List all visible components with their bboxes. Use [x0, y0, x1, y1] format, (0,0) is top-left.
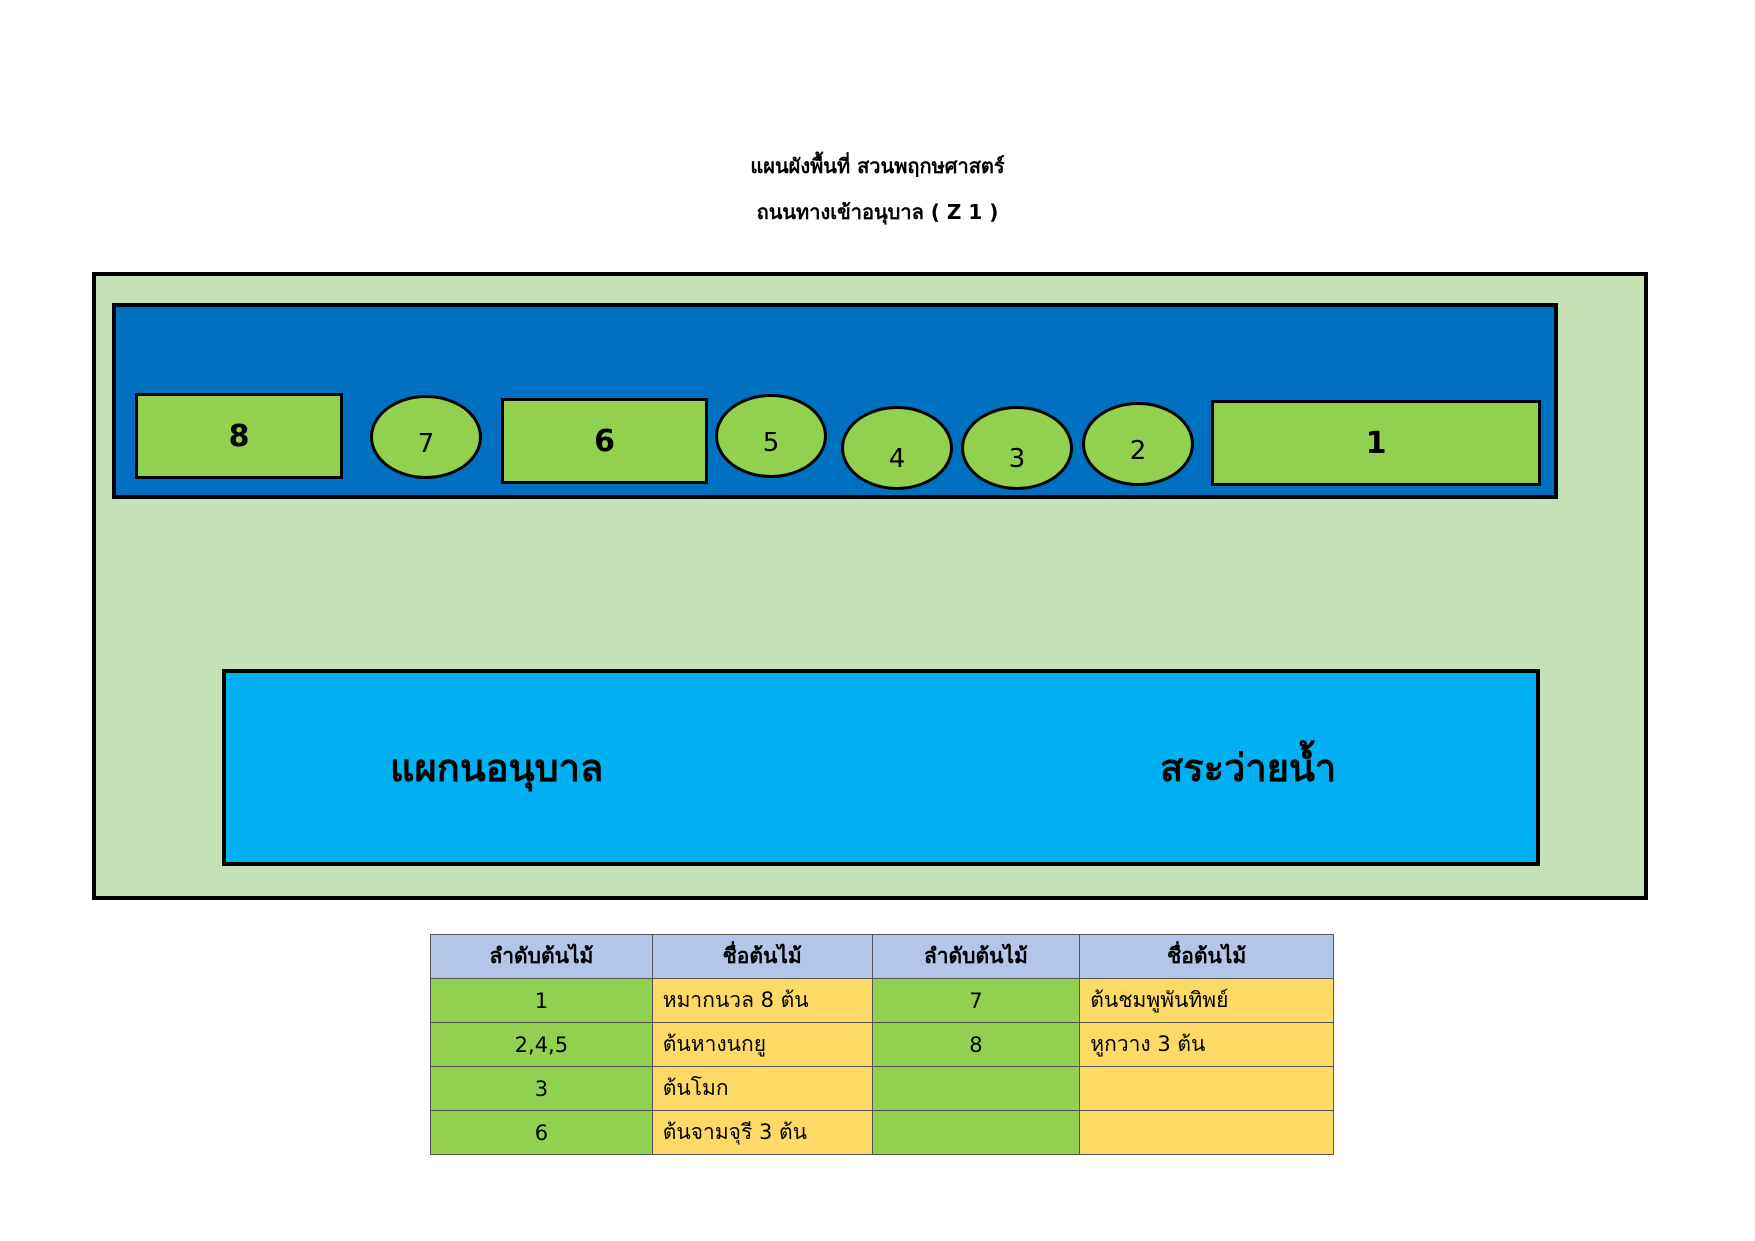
- page-subtitle: ถนนทางเข้าอนุบาล ( Z 1 ): [756, 200, 999, 224]
- tree-8: 8: [135, 393, 343, 479]
- table-row: 1 หมากนวล 8 ต้น 7 ต้นชมพูพันทิพย์: [430, 978, 1334, 1023]
- table-row: 2,4,5 ต้นหางนกยู 8 หูกวาง 3 ต้น: [430, 1022, 1334, 1067]
- tree-number-cell: 3: [430, 1066, 653, 1111]
- tree-name-cell: [1079, 1066, 1334, 1111]
- header-tree-name: ชื่อต้นไม้: [1079, 934, 1334, 979]
- tree-6: 6: [501, 398, 708, 484]
- tree-legend-table: ลำดับต้นไม้ ชื่อต้นไม้ ลำดับต้นไม้ ชื่อต…: [430, 934, 1334, 1155]
- tree-name-cell: ต้นหางนกยู: [651, 1022, 873, 1067]
- pool-area: [222, 669, 1540, 866]
- tree-4: 4: [841, 406, 953, 490]
- tree-1: 1: [1211, 400, 1541, 486]
- table-row: 3 ต้นโมก: [430, 1066, 1334, 1111]
- tree-name-cell: หมากนวล 8 ต้น: [651, 978, 873, 1023]
- tree-number-cell: [871, 1110, 1081, 1155]
- table-header-row: ลำดับต้นไม้ ชื่อต้นไม้ ลำดับต้นไม้ ชื่อต…: [430, 934, 1334, 979]
- tree-name-cell: ต้นโมก: [651, 1066, 873, 1111]
- tree-name-cell: ต้นชมพูพันทิพย์: [1079, 978, 1334, 1023]
- tree-number-cell: 8: [871, 1022, 1081, 1067]
- page-title: แผนผังพื้นที่ สวนพฤกษศาสตร์: [750, 154, 1005, 178]
- tree-number-cell: 2,4,5: [430, 1022, 653, 1067]
- tree-number-cell: 7: [871, 978, 1081, 1023]
- tree-number-cell: 6: [430, 1110, 653, 1155]
- table-row: 6 ต้นจามจุรี 3 ต้น: [430, 1110, 1334, 1155]
- tree-name-cell: หูกวาง 3 ต้น: [1079, 1022, 1334, 1067]
- header-tree-number: ลำดับต้นไม้: [871, 934, 1081, 979]
- tree-3: 3: [961, 406, 1073, 490]
- tree-5: 5: [715, 394, 827, 478]
- tree-name-cell: ต้นจามจุรี 3 ต้น: [651, 1110, 873, 1155]
- tree-7: 7: [370, 395, 482, 479]
- tree-number-cell: [871, 1066, 1081, 1111]
- pool-left-label: แผกนอนุบาล: [390, 746, 604, 790]
- tree-2: 2: [1082, 402, 1194, 486]
- header-tree-name: ชื่อต้นไม้: [651, 934, 873, 979]
- tree-number-cell: 1: [430, 978, 653, 1023]
- header-tree-number: ลำดับต้นไม้: [430, 934, 653, 979]
- pool-right-label: สระว่ายน้ำ: [1160, 746, 1337, 790]
- tree-name-cell: [1079, 1110, 1334, 1155]
